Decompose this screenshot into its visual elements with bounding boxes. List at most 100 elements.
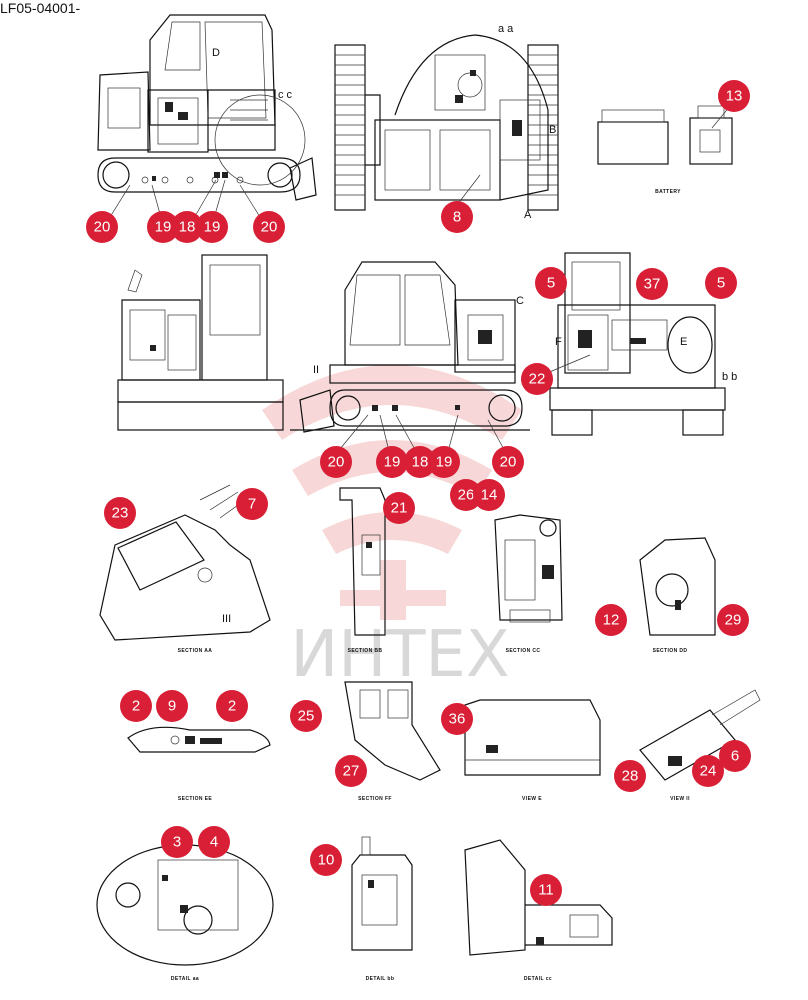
callout-c28[interactable]: 27 [335,755,367,787]
callout-c9[interactable]: 37 [636,268,668,300]
svg-text:26: 26 [458,487,475,504]
callout-c32[interactable]: 24 [692,755,724,787]
caption-view-ii: VIEW II [670,796,690,802]
callout-c33[interactable]: 3 [161,826,193,858]
caption-section-ee: SECTION EE [178,796,213,802]
callout-c29[interactable]: 36 [441,703,473,735]
label-bb: b b [722,371,737,383]
caption-section-bb: SECTION BB [348,648,383,654]
svg-text:6: 6 [731,748,739,765]
svg-text:10: 10 [318,852,335,869]
label-b: B [549,124,556,136]
label-f: F [555,336,562,348]
drawing-code: LF05-04001- [0,0,81,16]
svg-text:11: 11 [538,882,554,899]
svg-text:3: 3 [173,834,181,851]
caption-section-cc: SECTION CC [506,648,541,654]
section-ff-drawing: SECTION FF [344,681,441,802]
section-cc-drawing: SECTION CC [494,514,563,654]
callout-c35[interactable]: 10 [310,844,342,876]
callout-c13[interactable]: 19 [376,446,408,478]
svg-text:36: 36 [449,711,466,728]
callout-c11[interactable]: 22 [521,363,553,395]
caption-section-aa: SECTION AA [178,648,213,654]
label-a: A [524,209,532,221]
callout-c4[interactable]: 19 [196,211,228,243]
svg-text:27: 27 [343,763,360,780]
svg-text:9: 9 [168,698,176,715]
excavator-top-view: a a B A [334,23,559,221]
callout-c1[interactable]: 20 [86,211,118,243]
svg-text:22: 22 [529,371,546,388]
caption-detail-bb: DETAIL bb [366,976,395,982]
callout-c17[interactable]: 23 [104,497,136,529]
callout-c15[interactable]: 19 [428,446,460,478]
caption-section-ff: SECTION FF [358,796,392,802]
svg-text:19: 19 [204,219,221,236]
svg-text:20: 20 [500,454,517,471]
callout-c25[interactable]: 9 [156,690,188,722]
svg-text:19: 19 [155,219,172,236]
svg-text:8: 8 [453,209,461,226]
excavator-rear-view [117,254,284,431]
svg-text:20: 20 [94,219,111,236]
view-e-drawing: VIEW E [464,699,601,802]
callout-c12[interactable]: 20 [320,446,352,478]
svg-text:19: 19 [436,454,453,471]
callout-c26[interactable]: 2 [216,690,248,722]
svg-text:2: 2 [132,698,140,715]
section-dd-drawing: SECTION DD [639,537,716,654]
section-bb-drawing: SECTION BB [339,487,386,654]
label-iii: III [222,613,231,625]
callout-c31[interactable]: 28 [614,760,646,792]
callout-c21[interactable]: 14 [473,479,505,511]
callout-c27[interactable]: 25 [290,700,322,732]
callout-c8[interactable]: 5 [535,267,567,299]
excavator-side-view-2: II C [290,261,530,456]
svg-text:18: 18 [412,454,429,471]
callout-c2[interactable]: 19 [147,211,179,243]
callout-c20[interactable]: 26 [450,479,482,511]
callout-c7[interactable]: 13 [718,80,750,112]
label-aa: a a [498,23,514,35]
svg-text:4: 4 [210,834,218,851]
callout-c22[interactable]: 12 [595,604,627,636]
svg-text:20: 20 [328,454,345,471]
svg-text:14: 14 [481,487,498,504]
excavator-side-view-1: c c D [97,14,317,226]
callout-c14[interactable]: 18 [404,446,436,478]
label-c: C [516,295,524,307]
svg-text:5: 5 [717,275,725,292]
caption-detail-aa: DETAIL aa [171,976,199,982]
detail-bb-drawing: DETAIL bb [351,836,413,982]
callout-c10[interactable]: 5 [705,267,737,299]
callout-c6[interactable]: 8 [441,201,473,233]
callout-c23[interactable]: 29 [717,604,749,636]
svg-text:13: 13 [726,88,743,105]
label-cc: c c [278,89,293,101]
svg-text:25: 25 [298,708,315,725]
callout-c19[interactable]: 21 [383,492,415,524]
svg-text:28: 28 [622,768,639,785]
svg-text:29: 29 [725,612,742,629]
callout-c5[interactable]: 20 [253,211,285,243]
callout-c30[interactable]: 6 [719,740,751,772]
label-d: D [212,47,220,59]
callout-c24[interactable]: 2 [120,690,152,722]
caption-battery: BATTERY [655,189,681,195]
callout-c36[interactable]: 11 [530,874,562,906]
detail-cc-drawing: DETAIL cc [464,839,613,982]
watermark-text: ИНТЕХ [290,618,509,692]
svg-text:18: 18 [179,219,196,236]
detail-aa-drawing: DETAIL aa [96,844,274,982]
svg-text:7: 7 [248,496,256,513]
excavator-rear-view-detail: F E b b [539,252,737,436]
svg-text:19: 19 [384,454,401,471]
svg-text:37: 37 [644,276,661,293]
callout-c34[interactable]: 4 [198,826,230,858]
callout-c18[interactable]: 7 [236,488,268,520]
callout-c16[interactable]: 20 [492,446,524,478]
caption-section-dd: SECTION DD [653,648,688,654]
callout-c3[interactable]: 18 [171,211,203,243]
label-ii: II [313,364,319,376]
